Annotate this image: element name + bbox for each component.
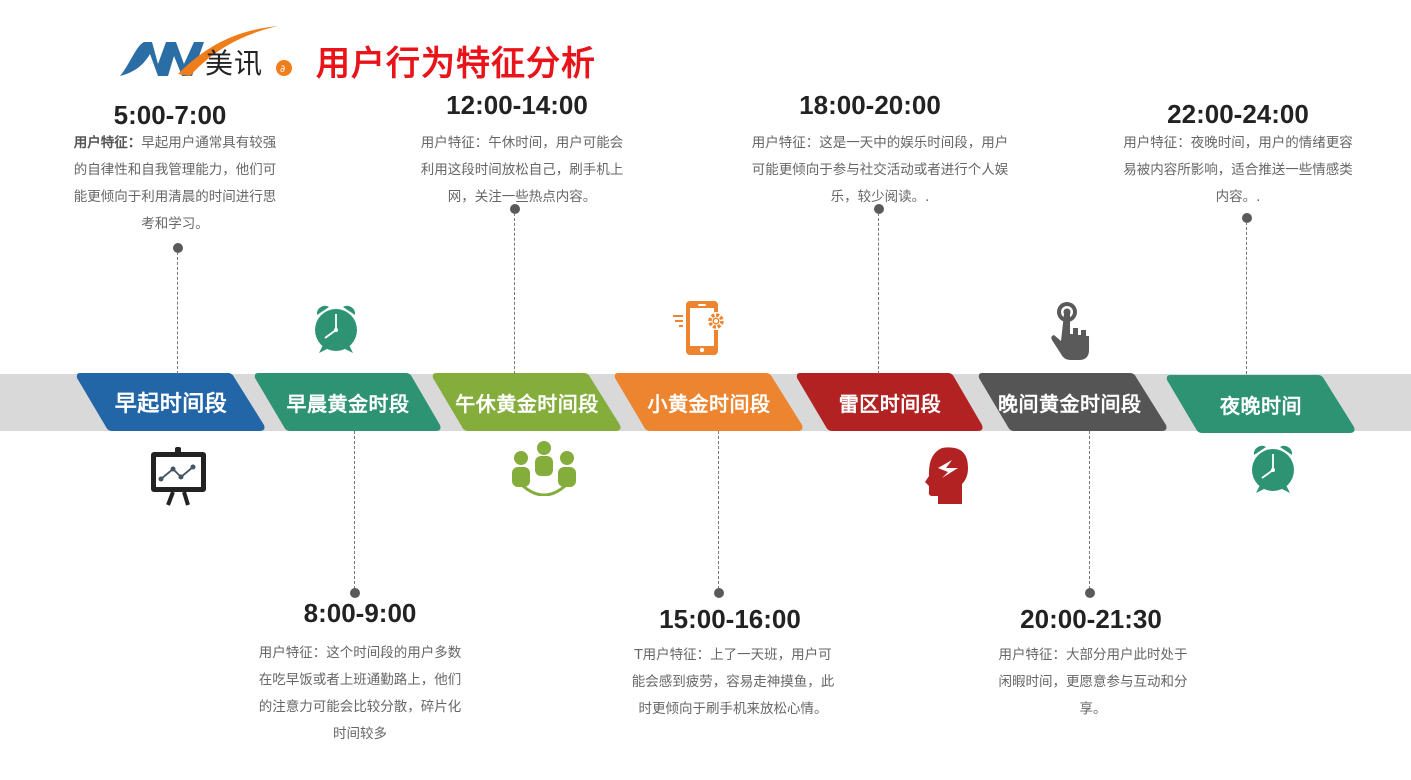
connector-line — [1089, 431, 1090, 589]
segment-label: 夜晚时间 — [1220, 393, 1302, 418]
segment-mini-golden: 小黄金时间段 — [614, 373, 804, 431]
group-people-icon — [510, 440, 578, 500]
segment-morning-golden: 早晨黄金时段 — [254, 373, 442, 431]
segment-label: 早晨黄金时段 — [286, 391, 410, 416]
connector-dot — [1085, 588, 1095, 598]
segment-lunch-golden: 午休黄金时间段 — [432, 373, 622, 431]
period-description: 用户特征：大部分用户此时处于闲暇时间，更愿意参与互动和分享。 — [998, 647, 1188, 717]
segment-early-morning: 早起时间段 — [76, 373, 266, 431]
period-description: 用户特征：早起用户通常具有较强的自律性和自我管理能力，他们可能更倾向于利用清晨的… — [73, 135, 277, 232]
connector-line — [354, 431, 355, 589]
logo-mark-icon: ∂ — [120, 26, 292, 76]
connector-dot — [350, 588, 360, 598]
period-description: 用户特征：这个时间段的用户多数在吃早饭或者上班通勤路上，他们的注意力可能会比较分… — [258, 645, 462, 742]
time-range: 18:00-20:00 — [799, 90, 941, 120]
time-range: 20:00-21:30 — [1020, 604, 1162, 634]
alarm-clock-icon — [1248, 443, 1298, 499]
segment-label: 午休黄金时间段 — [455, 391, 599, 416]
segment-label: 小黄金时间段 — [647, 391, 771, 416]
segment-night: 夜晚时间 — [1166, 375, 1356, 433]
period-description: 用户特征：这是一天中的娱乐时间段，用户可能更倾向于参与社交活动或者进行个人娱乐，… — [751, 135, 1009, 205]
mobile-settings-icon — [670, 299, 726, 361]
connector-line — [514, 213, 515, 374]
alarm-clock-icon — [311, 303, 361, 359]
period-description: 用户特征：午休时间，用户可能会利用这段时间放松自己，刷手机上网，关注一些热点内容… — [420, 135, 624, 205]
head-lightning-icon — [924, 446, 972, 510]
segment-danger-zone: 雷区时间段 — [796, 373, 984, 431]
period-description: T用户特征：上了一天班，用户可能会感到疲劳，容易走神摸鱼，此时更倾向于刷手机来放… — [631, 647, 835, 717]
time-range: 12:00-14:00 — [446, 90, 588, 120]
connector-line — [878, 213, 879, 374]
connector-line — [718, 431, 719, 589]
segment-label: 早起时间段 — [114, 391, 228, 417]
connector-dot — [714, 588, 724, 598]
time-range: 5:00-7:00 — [113, 100, 227, 130]
hand-tap-icon — [1050, 300, 1092, 366]
page-title: 用户行为特征分析 — [316, 44, 596, 84]
meixun-logo: ∂ — [118, 24, 298, 82]
connector-line — [177, 252, 178, 374]
logo-text: 美讯 — [205, 47, 264, 80]
period-description: 用户特征：夜晚时间，用户的情绪更容易被内容所影响，适合推送一些情感类内容。. — [1123, 135, 1353, 205]
connector-dot — [510, 204, 520, 214]
segment-evening-golden: 晚间黄金时间段 — [978, 373, 1168, 431]
time-range: 8:00-9:00 — [303, 598, 417, 628]
connector-dot — [173, 243, 183, 253]
connector-dot — [1242, 213, 1252, 223]
time-range: 22:00-24:00 — [1167, 99, 1309, 129]
desc-prefix: 用户特征： — [73, 135, 142, 151]
connector-dot — [874, 204, 884, 214]
segment-label: 晚间黄金时间段 — [998, 391, 1142, 416]
connector-line — [1246, 222, 1247, 374]
presentation-chart-icon — [149, 447, 209, 511]
svg-text:∂: ∂ — [280, 64, 285, 75]
time-range: 15:00-16:00 — [659, 604, 801, 634]
segment-label: 雷区时间段 — [838, 391, 942, 416]
